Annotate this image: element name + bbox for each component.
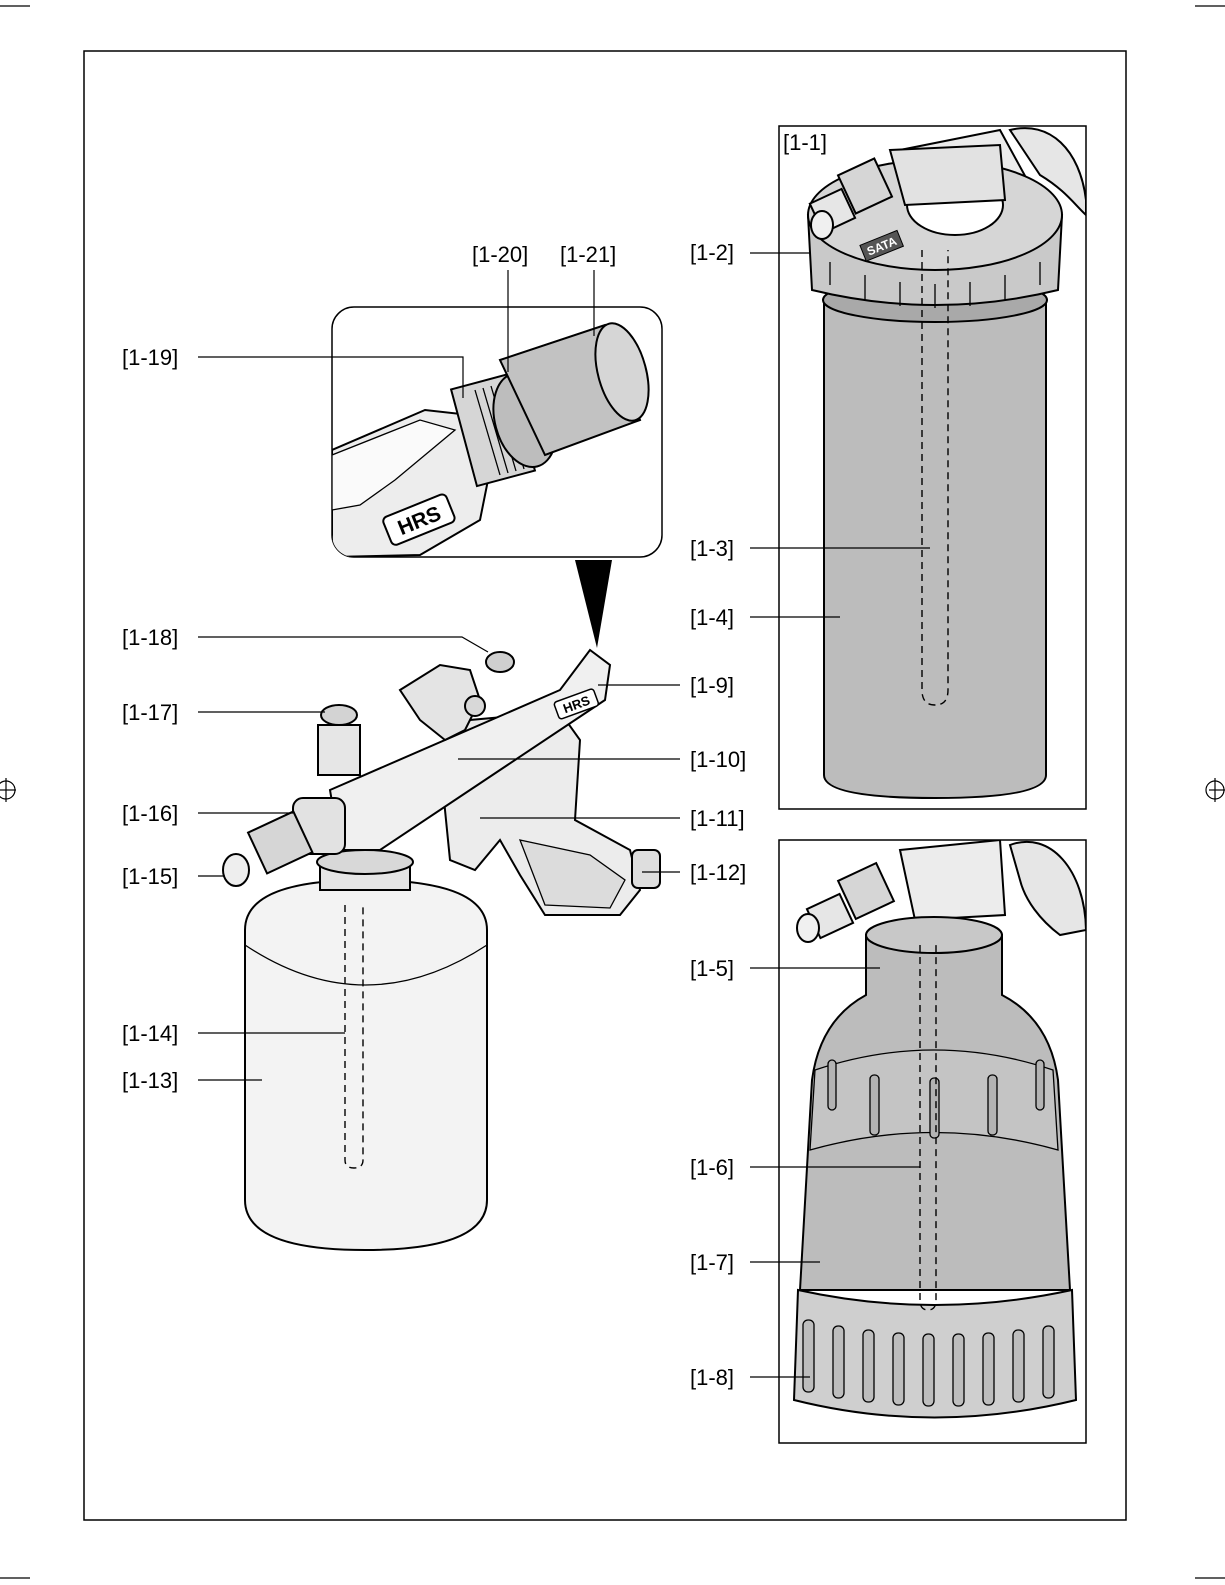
label-1-6: [1-6]: [690, 1155, 734, 1180]
label-1-9: [1-9]: [690, 673, 734, 698]
label-1-13: [1-13]: [122, 1068, 178, 1093]
label-1-17: [1-17]: [122, 700, 178, 725]
label-1-21: [1-21]: [560, 242, 616, 267]
label-1-12: [1-12]: [690, 860, 746, 885]
label-1-3: [1-3]: [690, 536, 734, 561]
label-1-10: [1-10]: [690, 747, 746, 772]
label-1-16: [1-16]: [122, 801, 178, 826]
label-1-18: [1-18]: [122, 625, 178, 650]
panel-plastic-cup: [779, 840, 1086, 1443]
panel-sata-cup: SATA: [779, 126, 1086, 809]
sata-cup-body: [824, 300, 1046, 798]
label-1-14: [1-14]: [122, 1021, 178, 1046]
label-1-7: [1-7]: [690, 1250, 734, 1275]
spray-gun-main: HRS: [223, 650, 660, 1250]
detail-inset: HRS: [332, 307, 662, 648]
label-1-5: [1-5]: [690, 956, 734, 981]
label-1-1: [1-1]: [783, 130, 827, 155]
label-1-8: [1-8]: [690, 1365, 734, 1390]
label-1-11: [1-11]: [690, 806, 745, 831]
label-1-15: [1-15]: [122, 864, 178, 889]
label-1-20: [1-20]: [472, 242, 528, 267]
label-1-4: [1-4]: [690, 605, 734, 630]
label-1-2: [1-2]: [690, 240, 734, 265]
jar-body: [245, 880, 487, 1250]
label-1-19: [1-19]: [122, 345, 178, 370]
